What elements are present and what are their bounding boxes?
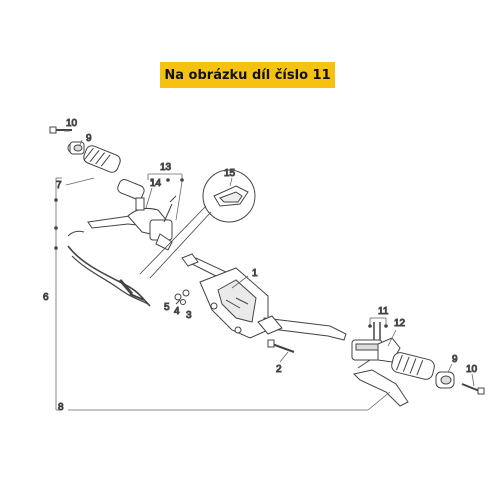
callout-1: 1	[252, 268, 258, 279]
bar-end-part-9-right	[435, 371, 455, 389]
grip-part-right	[391, 352, 435, 380]
callout-15: 15	[224, 168, 236, 179]
callout-2: 2	[276, 364, 282, 375]
bolt-part-2	[267, 339, 295, 353]
handlebar-part-1	[181, 253, 347, 341]
callout-14: 14	[150, 178, 162, 189]
callout-10-right: 10	[466, 364, 478, 375]
bolt-part-10-left	[49, 126, 72, 134]
bracket-dots	[54, 178, 388, 328]
callout-8: 8	[58, 402, 64, 413]
leader-lines	[55, 130, 475, 411]
callout-9-right: 9	[452, 354, 458, 365]
callout-4: 4	[174, 306, 180, 317]
brake-lever-right	[353, 359, 409, 407]
part-number-banner: Na obrázku díl číslo 11	[160, 62, 335, 88]
banner-text: Na obrázku díl číslo 11	[164, 67, 331, 83]
brake-lever-left	[87, 195, 177, 251]
master-cylinder-part-11	[351, 322, 401, 363]
callout-3: 3	[186, 310, 192, 321]
callout-13: 13	[160, 162, 172, 173]
grip-part-7-left	[83, 145, 145, 200]
inset-detail-part-15	[139, 169, 256, 279]
callout-12: 12	[394, 318, 406, 329]
callout-11: 11	[378, 306, 389, 317]
callout-10-left: 10	[66, 118, 78, 129]
callout-7: 7	[56, 180, 62, 191]
callout-6: 6	[43, 292, 49, 303]
bolt-part-10-right	[461, 383, 485, 395]
cable-assembly	[67, 230, 151, 307]
small-fasteners-3-4-5	[174, 289, 190, 305]
bar-end-part-9-left	[67, 141, 85, 155]
callout-5: 5	[164, 302, 170, 313]
callout-9-left: 9	[86, 133, 92, 144]
